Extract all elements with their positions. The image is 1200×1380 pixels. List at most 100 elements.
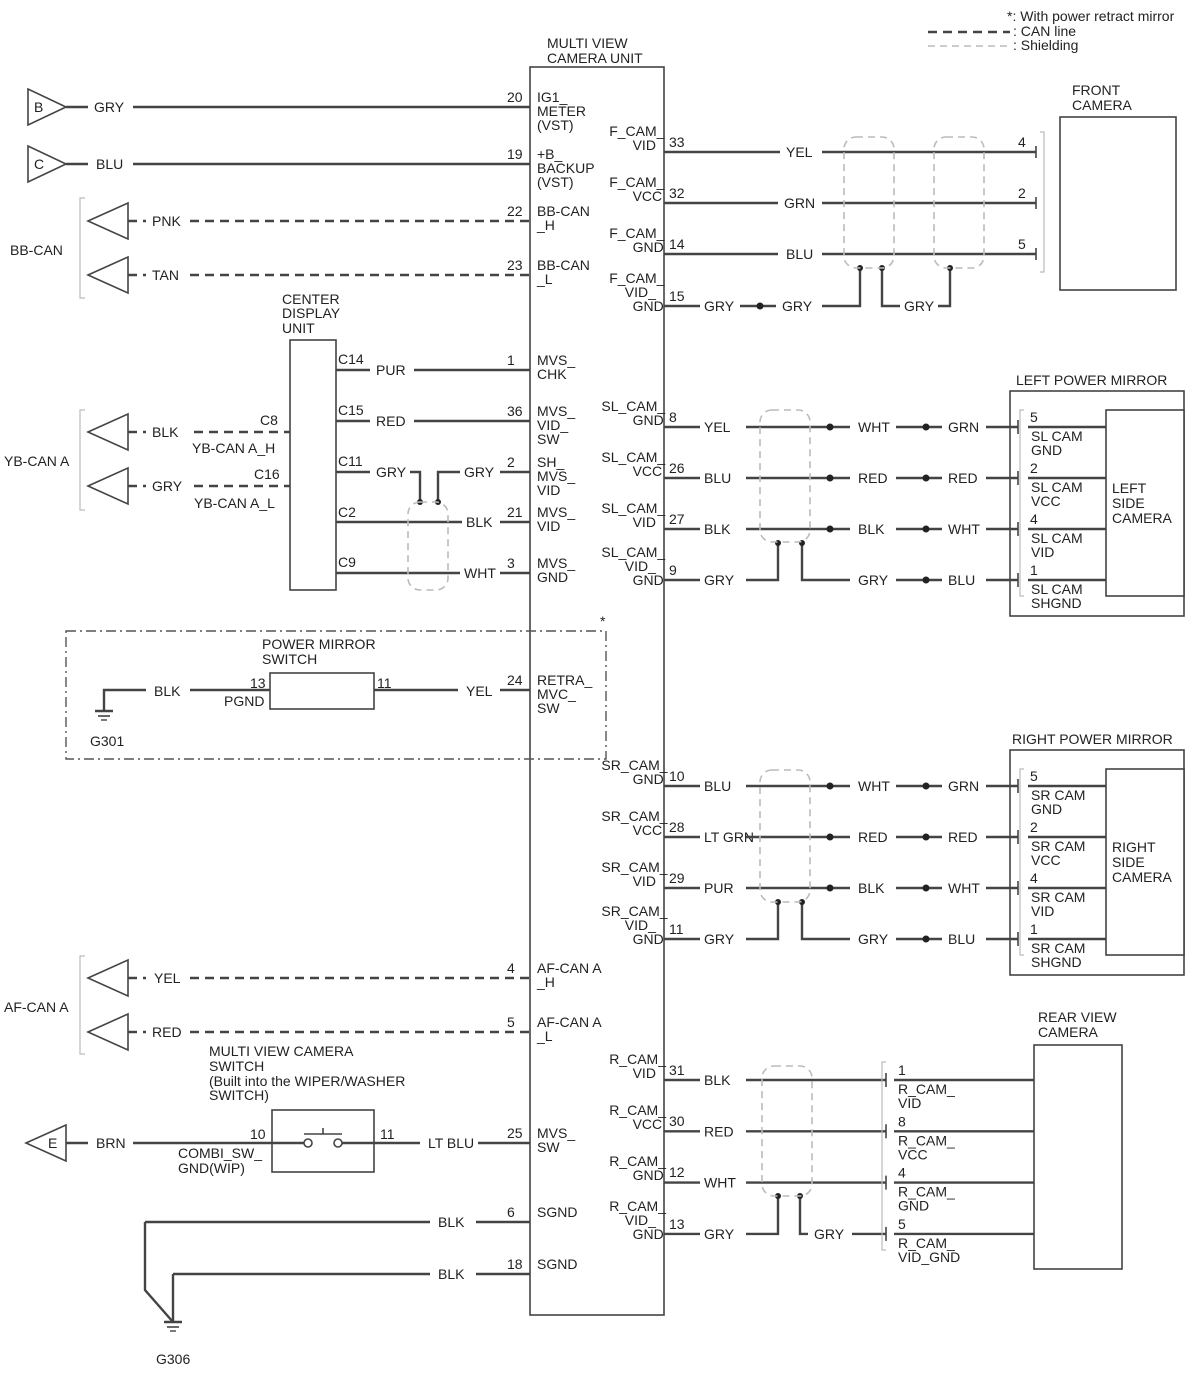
- yb-can-l-color: GRY: [152, 478, 183, 494]
- bb-can-bus: BB-CAN PNK TAN: [10, 197, 530, 299]
- front-wire-vidgnd-color-1: GRY: [704, 298, 735, 314]
- ground-g306-label: G306: [156, 1351, 190, 1367]
- mvcs-pin-name-1: COMBI_SW_: [178, 1145, 262, 1161]
- rear-pin-name: R_CAM_: [898, 1081, 955, 1097]
- connector-b-icon: [27, 87, 68, 127]
- unit-pin-30-name: VCC: [633, 1116, 663, 1132]
- connector-e-label: E: [48, 1135, 57, 1151]
- retract-star-mark: *: [600, 613, 606, 629]
- front-pin-4: 4: [1018, 134, 1026, 150]
- rear-camera-rows: BLK1R_CAM_VIDRED8R_CAM_VCCWHT4R_CAM_GNDG…: [664, 1062, 1034, 1265]
- cdu-title-1: CENTER: [282, 291, 340, 307]
- unit-pin-28-number: 28: [669, 819, 685, 835]
- unit-pin-9-number: 9: [669, 562, 677, 578]
- front-camera: FRONT CAMERA YEL GRN BLU GRY GRY GRY 4 2…: [664, 82, 1177, 314]
- unit-pin-23-name: BB-CAN: [537, 257, 590, 273]
- rear-pin-8: 8: [898, 1113, 906, 1129]
- unit-pin-13-name: R_CAM_: [609, 1198, 666, 1214]
- unit-pin-32-name: F_CAM_: [609, 174, 664, 190]
- unit-pin-30-number: 30: [669, 1113, 685, 1129]
- mvcs-pin-name-2: GND(WIP): [178, 1160, 245, 1176]
- mvcs-box: [271, 1109, 375, 1173]
- left-mirror-pin-2: 2: [1030, 460, 1038, 476]
- left-mirror-wire-b-color: GRY: [858, 572, 889, 588]
- left-mirror-wire-a-color: YEL: [704, 419, 731, 435]
- unit-pin-9-name: GND: [633, 572, 664, 588]
- wire-sh-mvs-left-color: GRY: [376, 464, 407, 480]
- unit-pin-36-name: SW: [537, 431, 560, 447]
- unit-pin-20-name: METER: [537, 103, 586, 119]
- sgnd-6-color: BLK: [438, 1214, 465, 1230]
- left-mirror-pin-name: GND: [1031, 442, 1062, 458]
- yb-can-h-name: YB-CAN A_H: [192, 440, 275, 456]
- left-mirror-pin-4: 4: [1030, 511, 1038, 527]
- front-wire-vidgnd-color-3: GRY: [904, 298, 935, 314]
- bb-can-l-icon: [86, 255, 129, 295]
- unit-pin-2-name: SH_: [537, 454, 564, 470]
- rear-wire-color: BLK: [704, 1072, 731, 1088]
- mvcs-pin-10: 10: [250, 1126, 266, 1142]
- unit-pin-18-number: 18: [507, 1256, 523, 1272]
- right-mirror-pin-name: SR CAM: [1031, 787, 1085, 803]
- unit-pin-33-name: F_CAM_: [609, 123, 664, 139]
- unit-pin-12-number: 12: [669, 1164, 685, 1180]
- rear-shield: [761, 1065, 813, 1197]
- rear-camera-title-2: CAMERA: [1038, 1024, 1099, 1040]
- unit-pin-1-number: 1: [507, 352, 515, 368]
- pms-wire-right-color: YEL: [466, 683, 493, 699]
- left-mirror-pin-name: VCC: [1031, 493, 1061, 509]
- left-mirror-pin-5: 5: [1030, 409, 1038, 425]
- left-mirror-wire-a-color: BLK: [704, 521, 731, 537]
- unit-pin-10-name: GND: [633, 771, 664, 787]
- right-mirror-wire-c-color: RED: [948, 829, 978, 845]
- unit-pin-21-number: 21: [507, 504, 523, 520]
- unit-pin-2-name: MVS_: [537, 468, 575, 484]
- unit-pin-31-name: VID: [633, 1065, 656, 1081]
- left-shield: [759, 409, 811, 543]
- wire-mvs-gnd-color: WHT: [464, 565, 496, 581]
- cdu-pin-c11: C11: [338, 453, 363, 469]
- yb-can-label: YB-CAN A: [4, 453, 70, 469]
- front-camera-title-1: FRONT: [1072, 82, 1121, 98]
- unit-pin-9-name: SL_CAM_: [601, 544, 665, 560]
- mvcs-title-1: MULTI VIEW CAMERA: [209, 1043, 354, 1059]
- unit-pin-21-name: VID: [537, 518, 560, 534]
- pms-pin-pgnd: PGND: [224, 693, 264, 709]
- cdu-pin-c16: C16: [254, 466, 280, 482]
- unit-pin-26-name: VCC: [633, 463, 663, 479]
- unit-pin-18-name: SGND: [537, 1256, 577, 1272]
- right-mirror-wire-b-color: RED: [858, 829, 888, 845]
- unit-pin-25-name: MVS_: [537, 1125, 575, 1141]
- unit-pin-1-name: MVS_: [537, 352, 575, 368]
- cdu-title-3: UNIT: [282, 320, 315, 336]
- cdu-title-2: DISPLAY: [282, 305, 341, 321]
- bb-can-h-icon: [86, 201, 129, 241]
- right-mirror-pin-5: 5: [1030, 768, 1038, 784]
- unit-pin-10-name: SR_CAM_: [601, 757, 667, 773]
- pms-title-2: SWITCH: [262, 651, 317, 667]
- bb-can-l-color: TAN: [152, 267, 179, 283]
- unit-pin-15-name: F_CAM_: [609, 270, 664, 286]
- unit-pin-11-number: 11: [669, 921, 684, 937]
- unit-pin-21-name: MVS_: [537, 504, 575, 520]
- right-mirror-wire-a-color: PUR: [704, 880, 734, 896]
- unit-pin-6-number: 6: [507, 1204, 515, 1220]
- bb-can-h-color: PNK: [152, 213, 181, 229]
- camera-unit-box: [529, 66, 665, 1316]
- unit-pin-13-name: VID_: [625, 1212, 656, 1228]
- cdu-box: [289, 339, 337, 591]
- center-display-unit: CENTER DISPLAY UNIT C14 PUR C15 RED C11 …: [192, 291, 530, 591]
- right-mirror-title: RIGHT POWER MIRROR: [1012, 731, 1173, 747]
- unit-pin-28-name: VCC: [633, 822, 663, 838]
- front-wire-vidgnd-color-2: GRY: [782, 298, 813, 314]
- unit-pin-12-name: R_CAM_: [609, 1153, 666, 1169]
- right-mirror-wire-b-color: GRY: [858, 931, 889, 947]
- unit-pin-23-name: _L: [536, 271, 553, 287]
- sgnd-18-color: BLK: [438, 1266, 465, 1282]
- unit-pin-13-number: 13: [669, 1216, 685, 1232]
- right-mirror-wire-a-color: GRY: [704, 931, 735, 947]
- unit-pin-8-name: SL_CAM_: [601, 398, 665, 414]
